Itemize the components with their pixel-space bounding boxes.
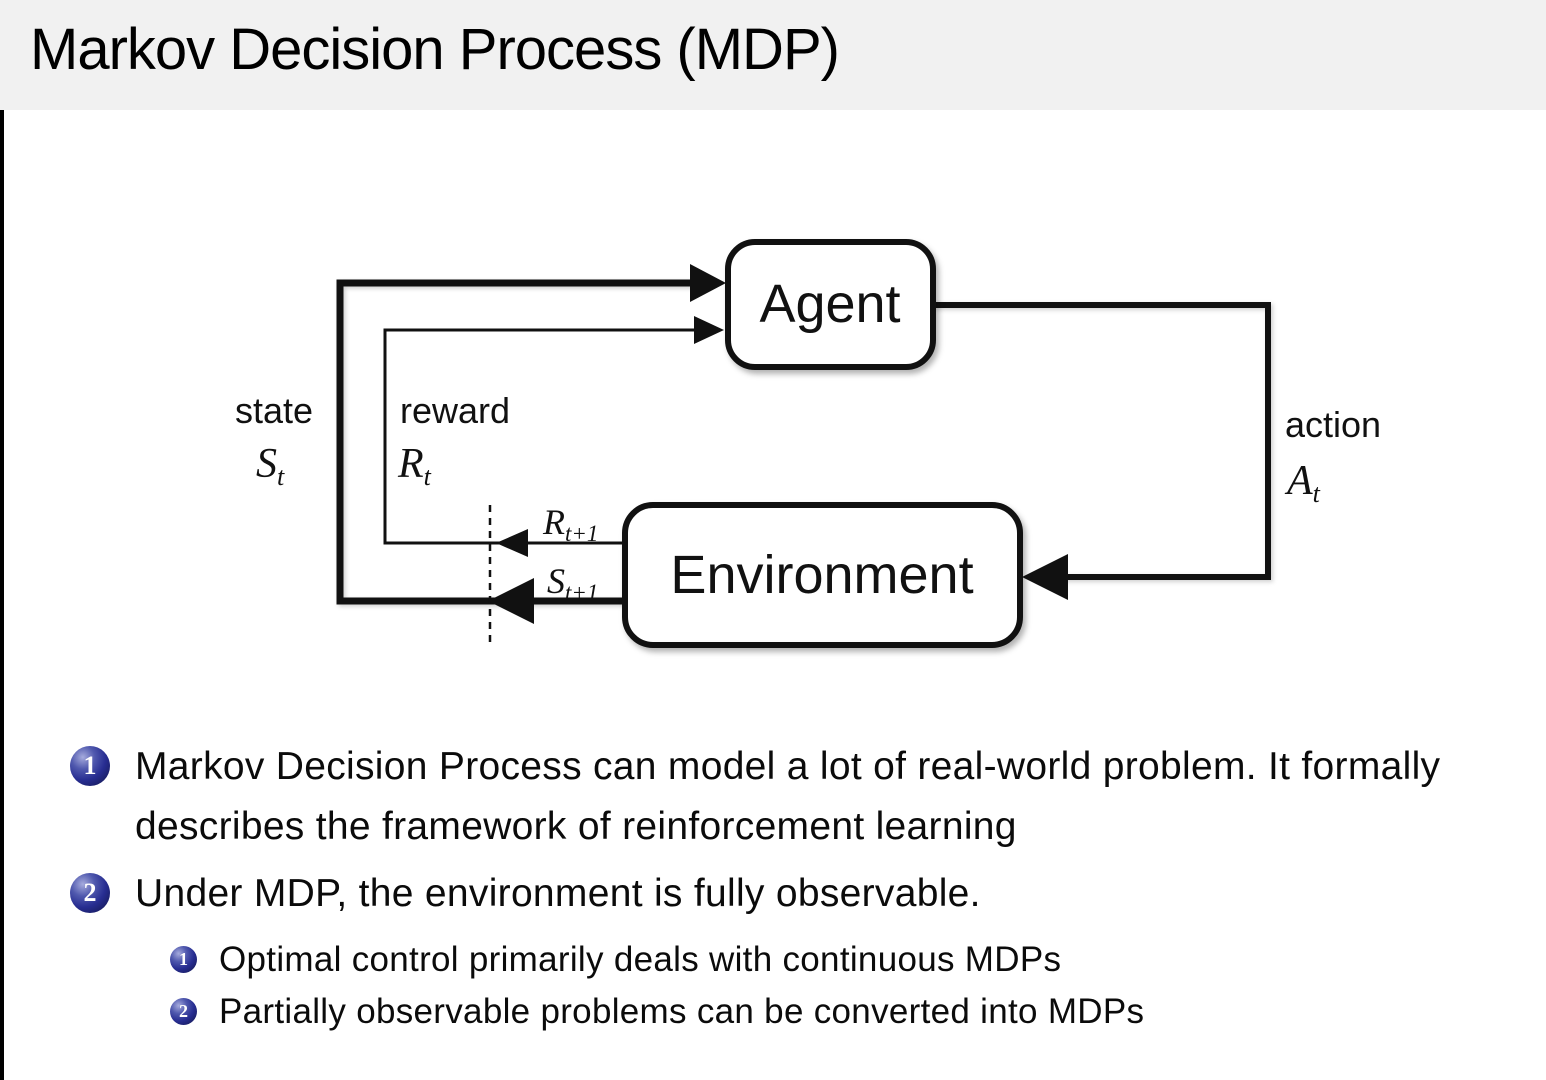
reward-symbol: Rt	[397, 441, 432, 491]
slide-title: Markov Decision Process (MDP)	[30, 17, 840, 82]
enumerate-number: 1	[179, 949, 188, 969]
bullet-item-2: 2 Under MDP, the environment is fully ob…	[70, 864, 1510, 924]
state-arrowhead-boundary	[488, 578, 534, 624]
reward-arrowhead-agent	[694, 316, 724, 344]
next-state-symbol: St+1	[547, 561, 598, 605]
agent-box	[725, 239, 936, 370]
sub-bullet-text-2: Partially observable problems can be con…	[219, 992, 1145, 1031]
bullet-text-1: Markov Decision Process can model a lot …	[135, 745, 1441, 848]
sub-bullet-item-1: 1 Optimal control primarily deals with c…	[170, 934, 1510, 986]
environment-box	[622, 502, 1023, 648]
action-arrowhead-environment	[1022, 554, 1068, 600]
sub-bullet-list: 1 Optimal control primarily deals with c…	[170, 934, 1510, 1038]
state-symbol: St	[256, 441, 285, 491]
rl-diagram-svg: Agent Environment state St reward Rt act…	[235, 239, 1381, 648]
reward-arrowhead-boundary	[496, 529, 528, 557]
bullet-item-1: 1 Markov Decision Process can model a lo…	[70, 737, 1510, 857]
enumerate-ball-2: 2	[70, 873, 110, 913]
reward-label: reward	[400, 390, 510, 431]
enumerate-ball-1: 1	[70, 746, 110, 786]
rl-diagram: Agent Environment state St reward Rt act…	[235, 239, 1381, 648]
state-arrowhead-agent	[690, 264, 726, 302]
action-label: action	[1285, 404, 1381, 445]
slide-title-bar: Markov Decision Process (MDP)	[0, 0, 1546, 110]
slide-left-border	[0, 0, 4, 1080]
sub-bullet-item-2: 2 Partially observable problems can be c…	[170, 986, 1510, 1038]
bullet-text-2: Under MDP, the environment is fully obse…	[135, 872, 981, 915]
enumerate-number: 1	[83, 751, 97, 780]
action-symbol: At	[1284, 458, 1321, 508]
environment-label: Environment	[670, 545, 973, 605]
next-reward-symbol: Rt+1	[542, 502, 598, 546]
sub-enumerate-ball-1: 1	[170, 946, 197, 973]
state-loop-line	[336, 279, 700, 605]
sub-bullet-text-1: Optimal control primarily deals with con…	[219, 940, 1062, 979]
bullet-list: 1 Markov Decision Process can model a lo…	[70, 737, 1510, 1038]
action-loop-line	[933, 302, 1271, 580]
enumerate-number: 2	[179, 1001, 188, 1021]
agent-label: Agent	[759, 274, 900, 334]
state-label: state	[235, 390, 313, 431]
sub-enumerate-ball-2: 2	[170, 998, 197, 1025]
enumerate-number: 2	[83, 878, 97, 907]
